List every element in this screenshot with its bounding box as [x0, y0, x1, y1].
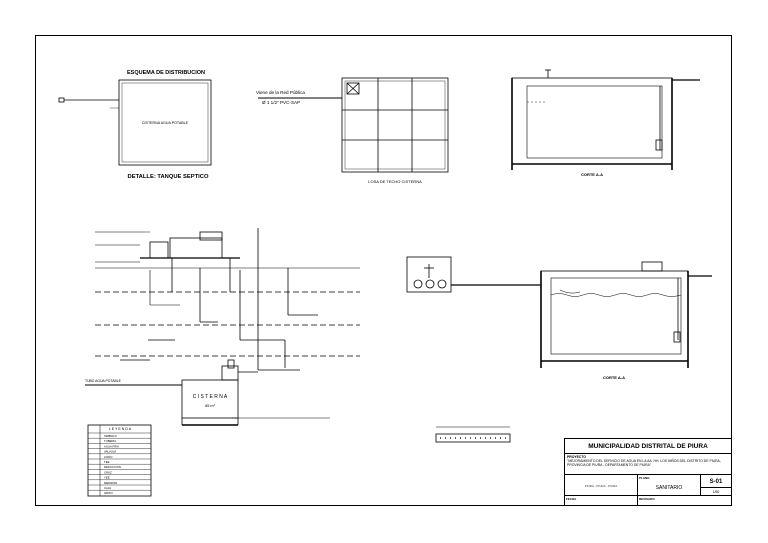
- cisterna-label: CISTERNA AGUA POTABLE: [142, 121, 189, 125]
- corte-bottom-label: CORTE A-A: [603, 375, 625, 380]
- legend-row-label: SIMBOLO: [104, 434, 118, 438]
- rebar-detail: [435, 426, 511, 443]
- red-publica-label: Viene de la Red Pública: [256, 90, 305, 95]
- project-label: PROYECTO: [567, 455, 586, 459]
- tubo-label: TUBO AGUA POTABLE: [85, 379, 122, 383]
- section-top: [511, 69, 700, 170]
- drawing-sheet: [35, 35, 732, 506]
- elevation-left: [85, 228, 360, 386]
- plano-value: SANITARIO: [655, 485, 683, 491]
- losa-title: LOSA DE TECHO CISTERNA: [368, 179, 422, 184]
- legend-title: L E Y E N D A: [109, 427, 132, 431]
- legend-row-label: CODO: [104, 455, 113, 459]
- meter-box: [406, 256, 452, 293]
- legend-row-label: CRUZ: [104, 470, 112, 474]
- revised-cell: REVISADO: [637, 495, 732, 506]
- corte-top-label: CORTE A-A: [581, 172, 603, 177]
- legend-row-label: YEE: [104, 476, 110, 480]
- legend-row-label: GRIFO: [104, 491, 114, 495]
- entity-name: MUNICIPALIDAD DISTRITAL DE PIURA: [564, 438, 732, 454]
- title-block: MUNICIPALIDAD DISTRITAL DE PIURA PROYECT…: [564, 438, 732, 506]
- legend-row-label: TEE: [104, 460, 110, 464]
- legend-row-label: TUBERIA: [104, 439, 116, 443]
- project-cell: PROYECTO "MEJORAMIENTO DEL SERVICIO DE A…: [564, 453, 732, 475]
- cisterna-elevation: [181, 359, 330, 426]
- esquema-title: ESQUEMA DE DISTRIBUCION: [127, 70, 205, 76]
- cisterna-volume: 85 m³: [205, 404, 215, 408]
- date-cell: FECHA: [564, 495, 638, 506]
- plano-cell: PLANO SANITARIO: [637, 474, 701, 496]
- legend-row-label: AGUA FRIA: [104, 444, 119, 448]
- roof-slab-grid: [258, 77, 449, 173]
- sheet-code: S-01: [700, 474, 732, 488]
- pipe-spec-label: Ø 1 1/2" PVC-SAP: [262, 100, 300, 105]
- legend-row-label: CAJA: [104, 486, 111, 490]
- legend-row-label: MEDIDOR: [104, 481, 117, 485]
- cistern-plan: [58, 79, 212, 166]
- legend-box: [87, 424, 152, 497]
- section-bottom: [451, 261, 712, 368]
- plano-label: PLANO: [639, 476, 650, 480]
- detalle-title: DETALLE: TANQUE SEPTICO: [128, 174, 209, 180]
- cisterna-word: C I S T E R N A: [193, 394, 228, 400]
- legend-row-label: VALVULA: [104, 450, 116, 454]
- project-text: "MEJORAMIENTO DEL SERVICIO DE AGUA EN LA…: [567, 459, 721, 468]
- location-cell: PIURA - PIURA - PIURA: [564, 474, 638, 496]
- legend-row-label: REDUCCION: [104, 465, 121, 469]
